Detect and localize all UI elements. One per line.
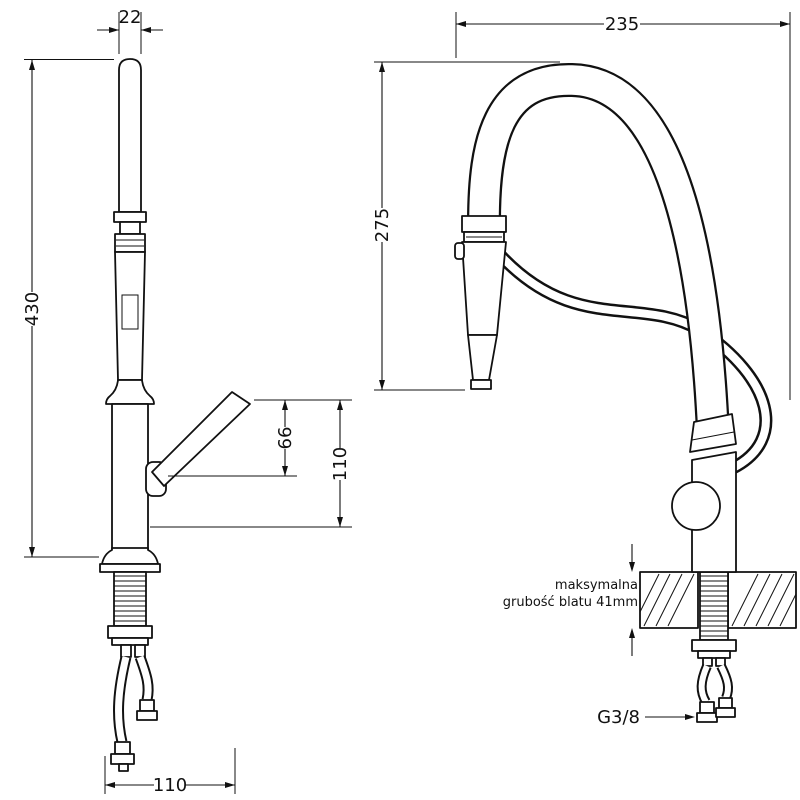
dim-label-66: 66 [275,427,296,450]
body-joint [689,413,737,453]
dimension-spout-width: 22 [97,7,163,54]
right-view: 235 275 maksymalna grubość blatu 41mm G3… [372,12,797,728]
dim-label-110-side: 110 [330,447,351,481]
handle-knob-front [671,481,721,531]
spray-nozzle [470,379,492,390]
dim-label-22: 22 [119,7,142,28]
gooseneck-arch [467,63,730,433]
faucet-body-side [111,403,149,555]
dim-label-275: 275 [372,208,393,242]
dim-label-430: 430 [22,292,43,326]
dimension-base-depth: 110 [104,748,236,796]
counter-thickness-note: maksymalna grubość blatu 41mm [503,544,638,656]
spout-bell [105,379,155,405]
thread-size-label: G3/8 [597,707,640,728]
threaded-shank-side [113,571,147,627]
spout-collar [113,211,147,223]
dimension-spout-height: 275 [372,61,560,391]
dim-label-235: 235 [605,14,639,35]
note-line-1: maksymalna [555,578,638,593]
spray-head-button [121,294,139,330]
dimension-reach: 235 [455,12,791,400]
left-view: 22 430 66 110 110 [22,7,352,796]
mounting-nut-side [107,625,153,639]
dimension-total-height: 430 [22,59,114,558]
spout-wand [118,58,142,213]
thread-size-callout: G3/8 [597,707,695,728]
under-counter-hardware [691,571,737,723]
dim-label-110-bottom: 110 [153,775,187,796]
note-line-2: grubość blatu 41mm [503,595,638,610]
faucet-body-front [671,413,737,573]
counter-slab [639,571,797,629]
spray-button [454,242,465,260]
dimension-handle-offsets: 66 110 [150,399,352,528]
mounting-nut-front [691,639,737,652]
g38-connector [696,712,718,723]
faucet-side-view [99,58,251,772]
handle-lever [151,391,251,487]
base-flange [101,547,159,565]
hose-nut-long [110,753,135,765]
hose-nut-short [136,710,158,721]
spray-head-front [454,215,507,390]
spray-head-body [114,251,146,381]
spray-head-top [114,233,146,253]
